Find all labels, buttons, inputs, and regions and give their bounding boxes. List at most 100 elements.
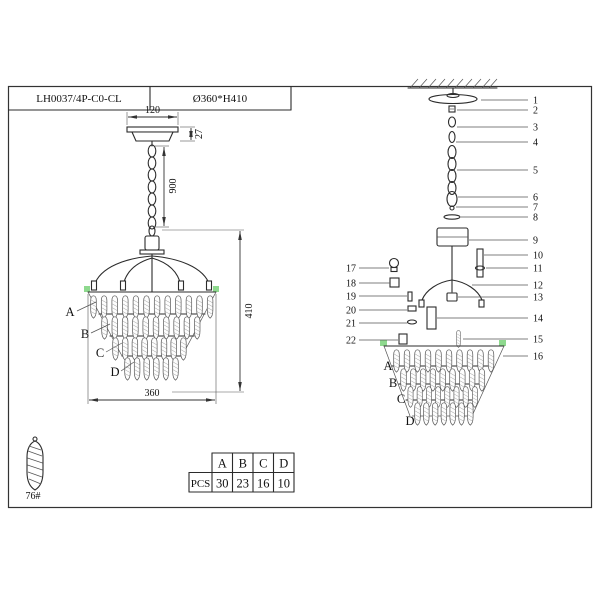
crystal-drop <box>393 349 400 373</box>
table-header-d: D <box>279 457 288 471</box>
crystal-drop <box>131 337 139 361</box>
connector-link <box>448 130 456 144</box>
parts-table: A B C D PCS 30 23 16 10 <box>188 452 295 493</box>
part-label-21: 21 <box>346 319 356 330</box>
table-value-b: 23 <box>237 477 250 491</box>
crystal-drop <box>478 368 486 392</box>
crystal-drop <box>445 349 453 373</box>
part-label-10: 10 <box>533 251 543 262</box>
front-row-labels: A B C D <box>65 301 135 379</box>
crystal-drop <box>153 295 161 319</box>
highlight-mark-left-2 <box>380 340 387 346</box>
crystal-drop <box>152 316 160 340</box>
part-label-1: 1 <box>533 96 538 107</box>
part-numbers-left: 17 18 19 20 21 22 <box>346 264 407 347</box>
crystal-drop <box>185 295 193 319</box>
part-label-22: 22 <box>346 336 356 347</box>
dim-120-text: 120 <box>145 105 160 116</box>
canopy-hub <box>446 92 460 99</box>
table-value-a: 30 <box>216 477 229 491</box>
crystal-drop <box>111 295 118 319</box>
lamp-socket <box>389 277 400 288</box>
highlight-mark-right <box>213 286 219 292</box>
crystal-drop <box>449 402 456 426</box>
crystal-drop <box>101 316 108 340</box>
pendant-code: 76# <box>26 491 41 502</box>
arm-connector <box>446 292 458 302</box>
chandelier-body <box>90 225 213 293</box>
pin <box>449 205 455 211</box>
arm-right <box>451 279 483 301</box>
dim-900-text: 900 <box>168 179 179 194</box>
dim-410-text: 410 <box>244 304 255 319</box>
crystal-drop <box>112 337 119 361</box>
ceiling-canopy <box>126 126 179 147</box>
highlight-mark-right-2 <box>499 340 506 346</box>
crystal-drop <box>403 349 411 373</box>
front-row-label-b: B <box>81 327 89 341</box>
washer <box>443 214 461 220</box>
model-number: LH0037/4P-C0-CL <box>36 93 122 105</box>
exploded-view: A B C D 1 2 3 4 5 6 7 8 9 10 11 12 13 14… <box>346 78 543 428</box>
crystal-drop <box>122 295 129 319</box>
front-row-label-a: A <box>65 305 74 319</box>
part-label-15: 15 <box>533 335 543 346</box>
table-header-a: A <box>218 457 227 471</box>
crystal-drop <box>142 316 149 340</box>
part-label-19: 19 <box>346 292 356 303</box>
candle-sleeve <box>398 333 408 345</box>
crystal-drop <box>180 337 187 361</box>
crystal-drop <box>487 349 495 373</box>
part-label-9: 9 <box>533 236 538 247</box>
crystal-drop <box>175 295 182 319</box>
part-label-12: 12 <box>533 281 543 292</box>
table-header-c: C <box>259 457 267 471</box>
part-label-6: 6 <box>533 193 538 204</box>
crystal-drop <box>90 295 97 319</box>
part-label-3: 3 <box>533 123 538 134</box>
exploded-chain <box>447 144 457 196</box>
crystal-drop <box>471 386 478 408</box>
part-numbers-right: 1 2 3 4 5 6 7 8 9 10 11 12 13 14 15 16 <box>437 96 543 363</box>
part-label-13: 13 <box>533 293 543 304</box>
exploded-crystal-row-b <box>400 368 486 392</box>
crystal-drop <box>164 295 171 319</box>
crystal-drop <box>153 357 160 381</box>
crystal-drop <box>400 368 407 392</box>
crystal-drop <box>431 402 439 426</box>
crystal-drop <box>172 357 179 381</box>
crystal-drop <box>458 402 465 426</box>
crystal-drop <box>132 316 139 340</box>
crystal-drop <box>143 357 150 381</box>
crystal-drop <box>133 357 141 381</box>
part-label-7: 7 <box>533 203 538 214</box>
crystal-drop <box>414 402 421 426</box>
crystal-drop <box>143 295 150 319</box>
part-label-5: 5 <box>533 166 538 177</box>
part-label-8: 8 <box>533 213 538 224</box>
part-label-20: 20 <box>346 306 356 317</box>
crystal-drop <box>424 349 432 373</box>
part-label-18: 18 <box>346 279 356 290</box>
crystal-drop <box>141 337 148 361</box>
dimension-height-410: 410 <box>162 229 255 393</box>
crystal-drop <box>160 337 168 361</box>
crystal-drop <box>162 357 170 381</box>
front-row-label-c: C <box>96 346 104 360</box>
arm-left <box>421 279 453 301</box>
hanging-chain <box>147 144 157 230</box>
part-label-17: 17 <box>346 264 356 275</box>
hook-link <box>447 116 457 128</box>
screw-small <box>407 291 413 302</box>
size-spec: Ø360*H410 <box>193 93 248 105</box>
crystal-drop <box>173 316 180 340</box>
crystal-drop <box>439 368 446 392</box>
exploded-row-labels: A B C D <box>383 359 414 428</box>
dimension-canopy-27: 27 <box>180 126 205 142</box>
part-label-2: 2 <box>533 106 538 117</box>
finial-crystal <box>456 330 461 348</box>
crystal-drop <box>407 386 414 408</box>
dimension-diameter-360: 360 <box>87 294 217 404</box>
